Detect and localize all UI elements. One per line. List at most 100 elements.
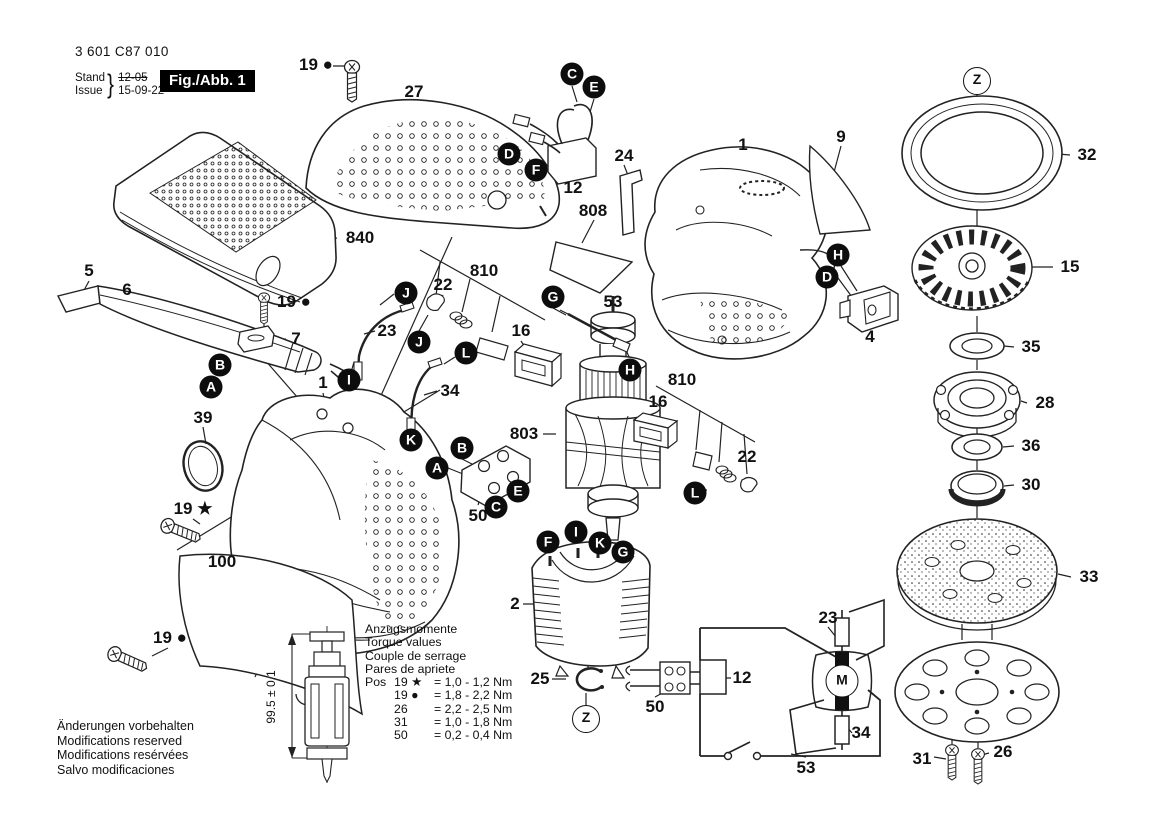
callout-H: H <box>826 243 850 267</box>
callout-G: G <box>541 285 565 309</box>
part-label-19●: 19 ● <box>299 55 333 74</box>
part-label-19●: 19 ● <box>153 628 187 647</box>
capacitor-12-drawing <box>512 103 597 185</box>
torque-title-line: Torque values <box>365 635 442 650</box>
torque-title-line: Pares de apriete <box>365 661 456 676</box>
brush-group-right-drawing <box>632 385 758 493</box>
part-label-2: 2 <box>510 594 520 613</box>
field-coil-2-drawing <box>531 540 651 679</box>
part-label-30: 30 <box>1021 475 1041 494</box>
strip-24-drawing <box>619 169 643 236</box>
callout-F: F <box>536 530 560 554</box>
switch-4-drawing <box>839 285 899 333</box>
dimension-drawing <box>288 626 350 784</box>
callout-L: L <box>683 481 707 505</box>
sheet-9-drawing <box>808 144 871 235</box>
part-label-16: 16 <box>648 392 668 411</box>
part-label-840: 840 <box>345 228 375 247</box>
revision-block: Stand Issue } 12-05 15-09-22 <box>75 69 169 100</box>
screw-19-dot-bottom-drawing <box>104 643 151 676</box>
callout-F: F <box>524 158 548 182</box>
footer-note-line: Änderungen vorbehalten <box>57 719 194 733</box>
callout-D: D <box>497 142 521 166</box>
clamp-7-drawing <box>237 292 275 353</box>
torque-row: 26= 2,2 - 2,5 Nm <box>394 701 513 716</box>
stand-label: Stand <box>75 71 106 84</box>
part-label-31: 31 <box>912 749 932 768</box>
fan-15-drawing <box>911 225 1033 311</box>
callout-B: B <box>208 353 232 377</box>
part-label-100: 100 <box>207 552 237 571</box>
torque-title-line: Couple de serrage <box>365 648 467 663</box>
circlip-25-drawing <box>575 667 604 692</box>
part-label-35: 35 <box>1021 337 1041 356</box>
part-label-24: 24 <box>614 146 634 165</box>
part-label-27: 27 <box>404 82 424 101</box>
part-label-810: 810 <box>469 261 499 280</box>
oring-39-drawing <box>182 440 224 492</box>
revision-brace: } <box>107 69 114 99</box>
washer-36-drawing <box>951 433 1003 461</box>
part-label-26: 26 <box>993 742 1013 761</box>
callout-I: I <box>564 520 588 544</box>
cover-27-drawing <box>305 59 561 230</box>
callout-C: C <box>484 495 508 519</box>
callout-C: C <box>560 62 584 86</box>
callout-J: J <box>407 330 431 354</box>
torque-title-line: Anzugsmomente <box>365 622 458 636</box>
footer-note-line: Modifications resérvées <box>57 748 189 763</box>
screws-31-26-drawing <box>945 744 985 785</box>
part-label-25: 25 <box>530 669 550 688</box>
part-label-6: 6 <box>122 280 132 299</box>
callout-M: M <box>825 664 859 698</box>
part-label-19★: 19 ★ <box>173 499 213 518</box>
callout-Z: Z <box>572 705 600 733</box>
wiring-schematic <box>625 598 885 761</box>
part-label-15: 15 <box>1060 257 1080 276</box>
part-label-808: 808 <box>578 201 608 220</box>
callout-G: G <box>611 540 635 564</box>
issue-value: 15-09-22 <box>118 84 165 97</box>
callout-L: L <box>454 341 478 365</box>
housing-right-drawing <box>644 146 836 360</box>
sheet-808-drawing <box>549 241 634 294</box>
part-label-12: 12 <box>732 668 752 687</box>
part-label-34: 34 <box>440 381 460 400</box>
part-label-5: 5 <box>84 261 94 280</box>
footer-note-line: Salvo modificaciones <box>57 762 175 777</box>
part-label-53: 53 <box>603 292 623 311</box>
part-label-36: 36 <box>1021 436 1041 455</box>
callout-A: A <box>425 456 449 480</box>
part-label-28: 28 <box>1035 393 1055 412</box>
part-label-810: 810 <box>667 370 697 389</box>
callout-A: A <box>199 375 223 399</box>
part-label-32: 32 <box>1077 145 1097 164</box>
flange-28-drawing <box>933 371 1021 438</box>
torque-row: 31= 1,0 - 1,8 Nm <box>394 715 513 730</box>
part-label-16: 16 <box>511 321 531 340</box>
part-label-50: 50 <box>468 506 488 525</box>
callout-H: H <box>618 358 642 382</box>
torque-row: 19 ●= 1,8 - 2,2 Nm <box>394 688 513 703</box>
part-label-50: 50 <box>645 697 665 716</box>
part-label-23: 23 <box>377 321 397 340</box>
stand-value: 12-05 <box>118 71 148 84</box>
part-label-22: 22 <box>737 447 757 466</box>
cover-840-drawing <box>112 131 337 306</box>
part-label-12: 12 <box>563 178 583 197</box>
ring-32-drawing <box>901 95 1063 211</box>
issue-label: Issue <box>75 84 103 97</box>
part-label-39: 39 <box>193 408 213 427</box>
part-label-22: 22 <box>433 275 453 294</box>
sanding-disc-33-drawing <box>896 518 1058 631</box>
callout-J: J <box>394 281 418 305</box>
part-label-33: 33 <box>1079 567 1099 586</box>
part-label-1: 1 <box>318 373 328 392</box>
part-label-19●: 19 ● <box>277 292 311 311</box>
figure-label: Fig./Abb. 1 <box>160 70 255 92</box>
callout-E: E <box>582 75 606 99</box>
